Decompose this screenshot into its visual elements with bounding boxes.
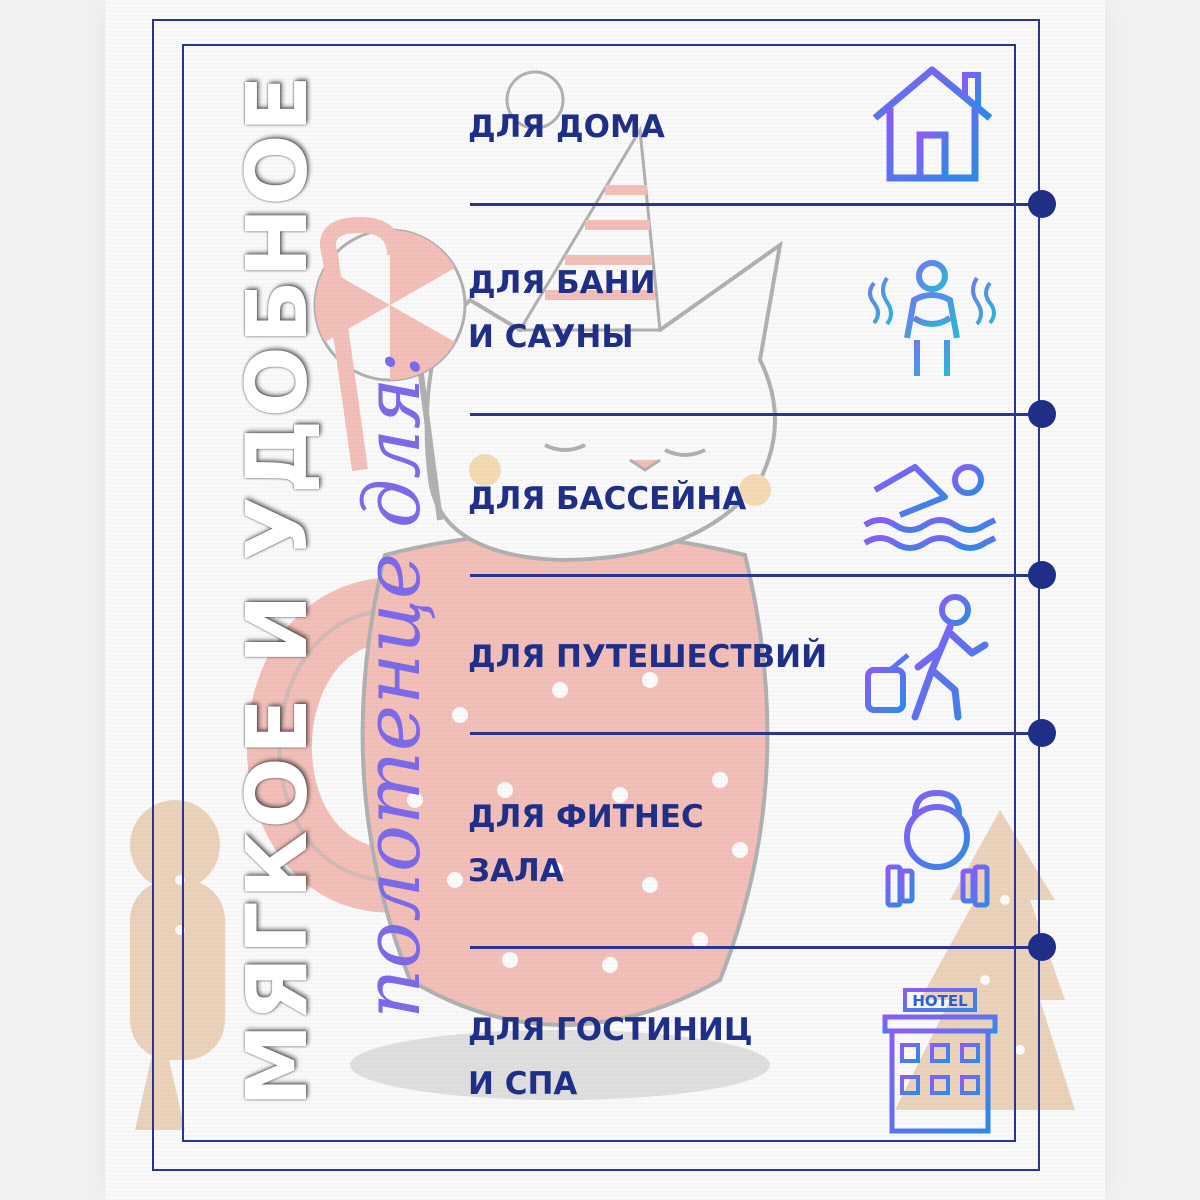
item-label: ДЛЯ ПУТЕШЕСТВИЙ — [468, 639, 828, 675]
list-item-sauna: ДЛЯ БАНИ И САУНЫ — [468, 256, 656, 364]
item-label: ДЛЯ ДОМА — [468, 109, 665, 145]
sauna-icon — [862, 258, 1002, 383]
list-item-travel: ДЛЯ ПУТЕШЕСТВИЙ — [468, 630, 827, 684]
separator-dot — [1028, 719, 1056, 747]
separator-dot — [1028, 400, 1056, 428]
separator — [470, 413, 1040, 416]
separator — [470, 732, 1040, 735]
towel-texture — [105, 0, 1105, 1200]
item-label: ДЛЯ ГОСТИНИЦ — [468, 1012, 753, 1048]
separator — [470, 574, 1040, 577]
item-label-2: И СПА — [468, 1066, 578, 1102]
separator — [470, 946, 1040, 949]
separator — [470, 203, 1040, 206]
subheadline: полотенце для: — [348, 351, 438, 1019]
list-item-hotel: ДЛЯ ГОСТИНИЦ И СПА — [468, 1003, 753, 1111]
traveler-icon — [860, 594, 1005, 721]
inner-frame — [182, 44, 1016, 1142]
separator-dot — [1028, 190, 1056, 218]
headline: МЯГКОЕ И УДОБНОЕ — [228, 72, 326, 1108]
house-icon — [870, 60, 995, 185]
hotel-sign-text: HOTEL — [912, 992, 968, 1010]
item-label: ДЛЯ ФИТНЕС — [468, 799, 704, 835]
outer-frame — [152, 19, 1040, 1171]
item-label-2: И САУНЫ — [468, 319, 634, 355]
list-item-pool: ДЛЯ БАССЕЙНА — [468, 472, 746, 526]
item-label: ДЛЯ БАНИ — [468, 265, 656, 301]
gingerbread-tree-illustration — [895, 810, 1075, 1110]
fitness-icon — [870, 785, 1005, 915]
item-label-2: ЗАЛА — [468, 853, 564, 889]
separator-dot — [1028, 561, 1056, 589]
separator-dot — [1028, 933, 1056, 961]
list-item-home: ДЛЯ ДОМА — [468, 100, 665, 154]
swimmer-icon — [860, 455, 1000, 555]
item-label: ДЛЯ БАССЕЙНА — [468, 481, 747, 517]
hotel-icon: HOTEL — [880, 985, 1000, 1135]
list-item-fitness: ДЛЯ ФИТНЕС ЗАЛА — [468, 790, 704, 898]
